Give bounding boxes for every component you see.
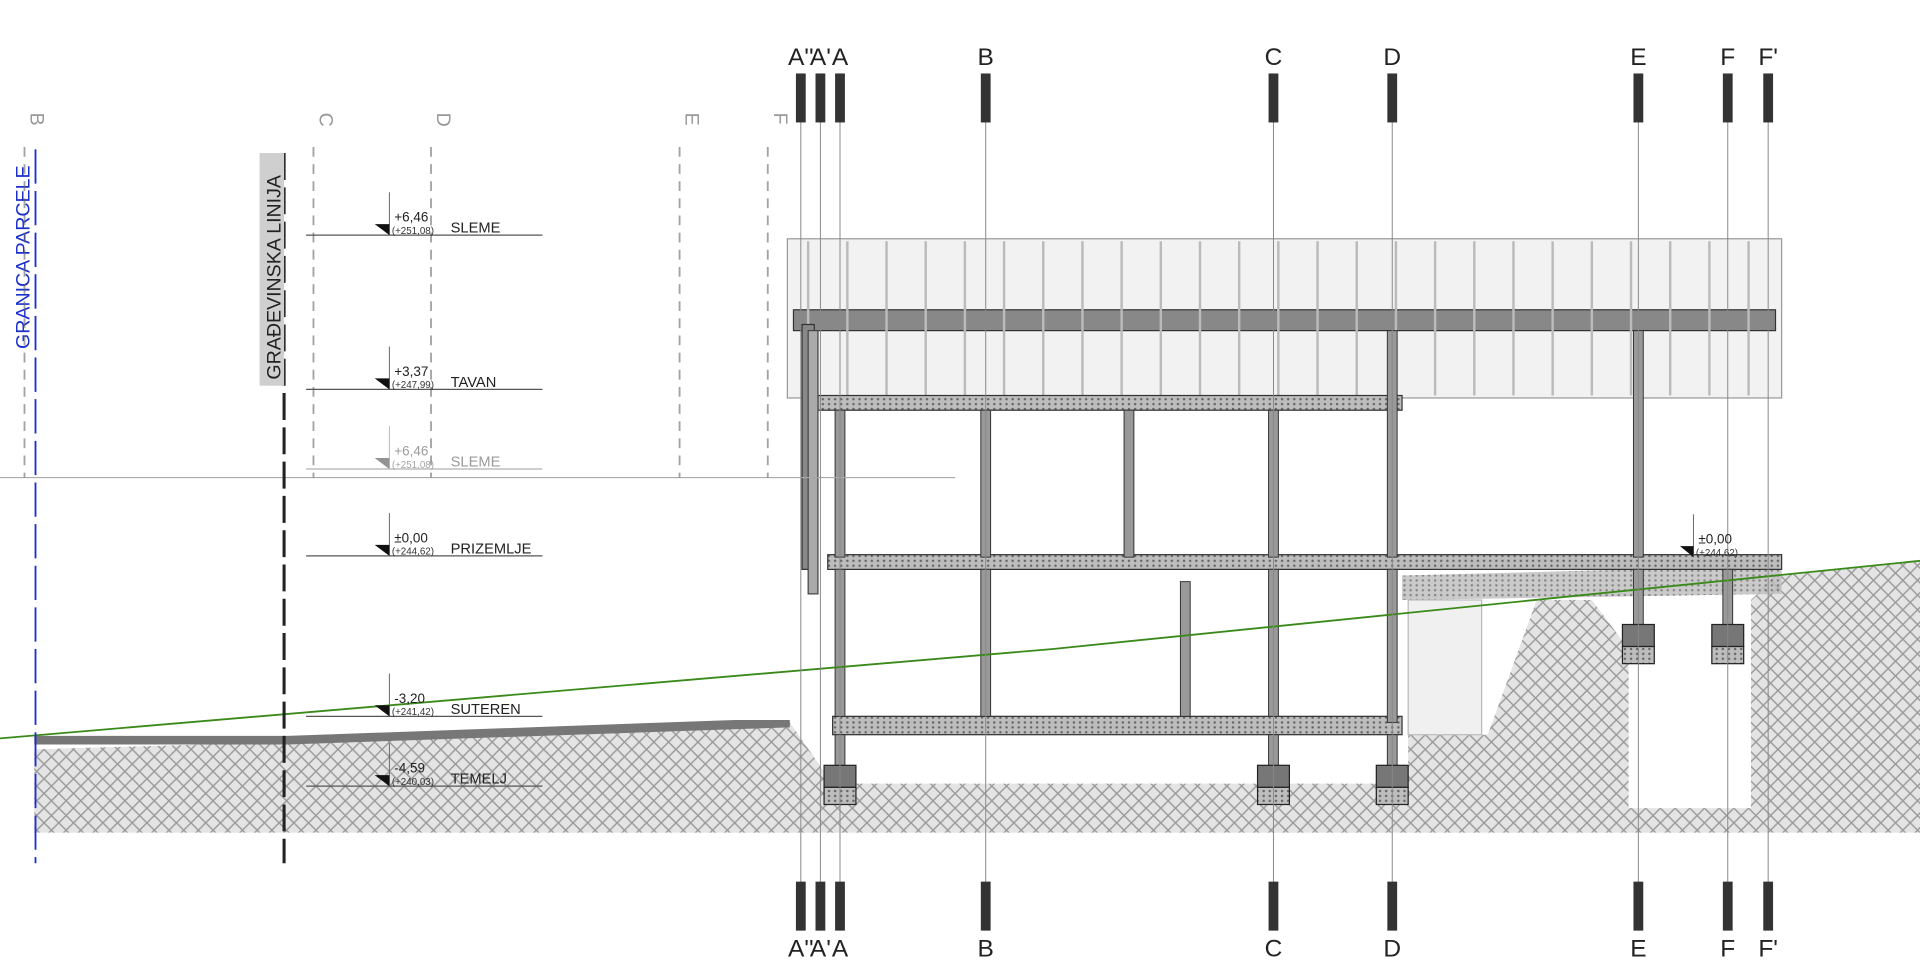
level-name: SLEME <box>451 221 501 237</box>
ghost-axis: E <box>678 113 703 478</box>
level-name: TEMELJ <box>451 772 507 788</box>
axis-label-bottom: A' <box>810 935 831 960</box>
axis-bubble-top <box>1633 73 1644 123</box>
axis-label-bottom: F <box>1720 935 1735 960</box>
axis-bubble-top <box>1387 73 1398 123</box>
ghost-axis: F <box>766 113 791 478</box>
grid-axis-b: BB <box>978 44 994 960</box>
axis-label-bottom: C <box>1265 935 1283 960</box>
grid-axis-d: DD <box>1383 44 1401 960</box>
level-name: TAVAN <box>451 375 497 391</box>
terrain-line <box>0 559 1920 740</box>
level-value: +6,46 <box>394 444 428 459</box>
level-marker-tavan: +3,37(+247,99) TAVAN <box>306 346 543 391</box>
axis-bubble-bottom <box>980 881 991 931</box>
axis-bubble-top <box>1268 73 1279 123</box>
axis-bubble-top <box>835 73 845 123</box>
axis-bubble-bottom <box>1268 881 1279 931</box>
axis-label-bottom: F' <box>1758 935 1778 960</box>
axis-bubble-bottom <box>795 881 806 931</box>
level-value: -4,59 <box>394 761 425 776</box>
level-value: ±0,00 <box>1698 532 1732 547</box>
level-absolute: (+251,08) <box>392 226 434 237</box>
parcel-boundary-label: GRANICA PARCELE <box>12 165 34 349</box>
level-triangle-icon <box>374 457 390 469</box>
building-line-label: GRAĐEVINSKA LINIJA <box>263 174 285 379</box>
level-absolute: (+241,42) <box>392 707 434 718</box>
ghost-axis-label: F <box>769 113 791 125</box>
ghost-axis-label: D <box>432 113 454 127</box>
axis-label-bottom: E <box>1630 935 1646 960</box>
ghost-axis: C <box>312 113 337 478</box>
ghost-axis-label: E <box>681 113 703 126</box>
level-marker-sleme: +6,46(+251,08) SLEME <box>306 192 543 237</box>
axis-bubble-bottom <box>1763 881 1774 931</box>
axis-bubble-bottom <box>1722 881 1733 931</box>
axis-bubble-top <box>795 73 806 123</box>
grid-axis-a1: A' A' <box>810 44 831 960</box>
level-triangle-icon <box>374 775 390 787</box>
ghost-axis: B <box>23 113 48 478</box>
axis-label-top: A'' <box>788 44 814 71</box>
axis-bubble-top <box>815 73 826 123</box>
axis-bubble-bottom <box>1633 881 1644 931</box>
axis-bubble-top <box>1763 73 1774 123</box>
axis-label-top: F <box>1720 44 1735 71</box>
level-marker-suteren: -3,20(+241,42) SUTEREN <box>306 673 543 718</box>
axis-bubble-top <box>1722 73 1733 123</box>
column <box>1123 409 1135 558</box>
axis-label-top: B <box>978 44 994 71</box>
paving <box>34 720 790 745</box>
level-absolute: (+240,03) <box>392 777 434 788</box>
grid-axis-a: AA <box>832 44 849 960</box>
level-value: ±0,00 <box>394 530 428 545</box>
axis-label-top: D <box>1383 44 1401 71</box>
structure <box>801 323 1783 806</box>
axis-label-top: A' <box>810 44 831 71</box>
grid-axis-c: CC <box>1265 44 1283 960</box>
axis-bubble-bottom <box>835 881 845 931</box>
axis-bubble-bottom <box>815 881 826 931</box>
soil-hatch <box>34 560 1920 833</box>
level-name: SUTEREN <box>451 702 521 718</box>
level-triangle-icon <box>374 224 390 236</box>
level-triangle-icon <box>374 378 390 390</box>
level-absolute: (+244,62) <box>392 547 434 558</box>
axis-label-bottom: A'' <box>788 935 814 960</box>
ghost-axis: D <box>430 113 454 478</box>
grid-axis-f1: F' F' <box>1758 44 1778 960</box>
level-name: PRIZEMLJE <box>451 541 532 557</box>
level-marker-sleme: +6,46(+251,08) SLEME <box>306 426 543 471</box>
roof-truss <box>786 238 1783 399</box>
level-absolute: (+244,62) <box>1696 548 1738 559</box>
axis-label-top: F' <box>1758 44 1778 71</box>
level-absolute: (+247,99) <box>392 380 434 391</box>
axis-label-bottom: D <box>1383 935 1401 960</box>
grid-axis-a2: A'' A'' <box>788 44 814 960</box>
level-triangle-icon <box>374 544 390 556</box>
level-marker-prizemlje: ±0,00 (+244,62) PRIZEMLJE <box>306 513 543 558</box>
axis-label-bottom: A <box>832 935 849 960</box>
level-marker-temelj: -4,59(+240,03) TEMELJ <box>306 743 543 788</box>
axis-bubble-top <box>980 73 991 123</box>
level-absolute: (+251,08) <box>392 460 434 471</box>
level-value: -3,20 <box>394 691 425 706</box>
level-marker-right: ±0,00(+244,62) <box>1680 514 1738 559</box>
level-value: +3,37 <box>394 364 428 379</box>
axis-bubble-bottom <box>1387 881 1398 931</box>
axis-label-top: C <box>1265 44 1283 71</box>
ghost-axis-label: B <box>26 113 48 126</box>
axis-label-top: E <box>1630 44 1646 71</box>
axis-label-top: A <box>832 44 849 71</box>
level-name: SLEME <box>451 455 501 471</box>
level-value: +6,46 <box>394 210 428 225</box>
ghost-axis-label: C <box>315 113 337 127</box>
axis-label-bottom: B <box>978 935 994 960</box>
grid-axis-e: EE <box>1630 44 1646 960</box>
grid-axis-f: FF <box>1720 44 1735 960</box>
column <box>1179 581 1191 717</box>
